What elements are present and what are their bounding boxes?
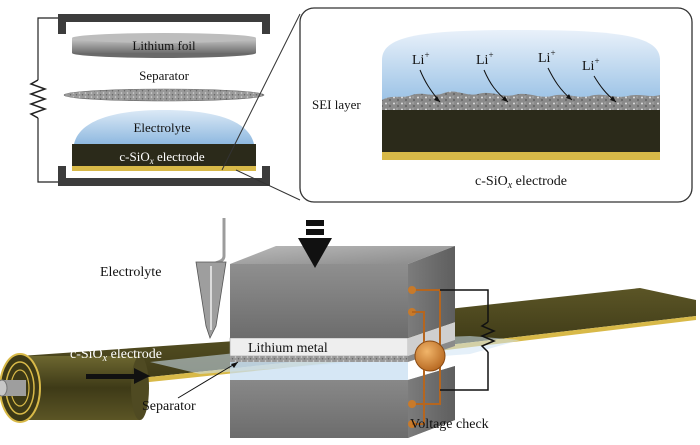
resistor-icon [28,79,48,119]
voltage-resistor-icon [480,321,496,353]
electrolyte-dome-large [382,30,660,100]
bottom-contact-1 [408,400,416,408]
lithium-metal-label: Lithium metal [248,341,328,356]
cell-schematic: Lithium foil Separator Electrolyte c-SiO… [28,14,270,186]
electrolyte-label-top: Electrolyte [133,120,190,135]
li-arrow-heads [434,94,616,102]
svg-text:Li+: Li+ [476,50,494,68]
dispenser-tube [212,218,226,266]
separator-disk [63,88,265,102]
upper-press-block [230,246,455,338]
feed-direction-arrow [86,368,150,384]
sei-zoom-panel: SEI layer Li+ Li+ Li+ Li+ c-SiOx ele [299,7,693,203]
lithium-foil-label: Lithium foil [132,38,196,53]
electrode-roll [0,353,149,423]
sei-layer-label: SEI layer [312,97,361,112]
svg-text:Li+: Li+ [538,48,556,66]
lithium-foil-disk: Lithium foil [72,33,256,58]
lower-press-block [230,366,455,438]
electrolyte-dispenser [195,218,227,340]
separator-label: Separator [139,68,189,83]
current-collector-large [382,152,660,160]
press-down-arrow [298,220,332,268]
voltage-wire [412,289,441,405]
top-contact-1 [408,286,416,294]
svg-text:Li+: Li+ [412,50,430,68]
lower-clamp [58,166,270,186]
voltage-wire-outer [440,289,489,391]
zoom-connector-lines [221,13,301,201]
separator-pointer-head [231,362,238,368]
electrode-label-bottom: c-SiOx electrode [70,347,162,364]
electrode-label-top: c-SiOx electrode [119,149,204,166]
current-collector [72,166,256,171]
li-ion-label-2: Li+ [476,50,494,68]
li-ion-label-1: Li+ [412,50,430,68]
electrode-layer-large [382,110,660,152]
electrolyte-label-bottom: Electrolyte [100,265,161,280]
svg-text:Li+: Li+ [582,56,600,74]
voltage-check-label: Voltage check [410,417,489,432]
roll-process-scene: Electrolyte c-SiOx electrode Lithium met… [0,218,696,438]
electrode-strip-in-press [230,362,408,380]
voltage-meter [414,340,446,372]
li-ion-label-3: Li+ [538,48,556,66]
circuit-wire [37,17,58,183]
voltage-check-circuit [408,286,496,428]
separator-pointer [177,361,239,399]
electrode-label-zoom: c-SiOx electrode [475,174,567,191]
separator-label-bottom: Separator [142,399,196,414]
electrolyte-dome [74,110,254,144]
upper-clamp [58,14,270,34]
li-ion-label-4: Li+ [582,56,600,74]
sei-layer-band [382,91,660,112]
